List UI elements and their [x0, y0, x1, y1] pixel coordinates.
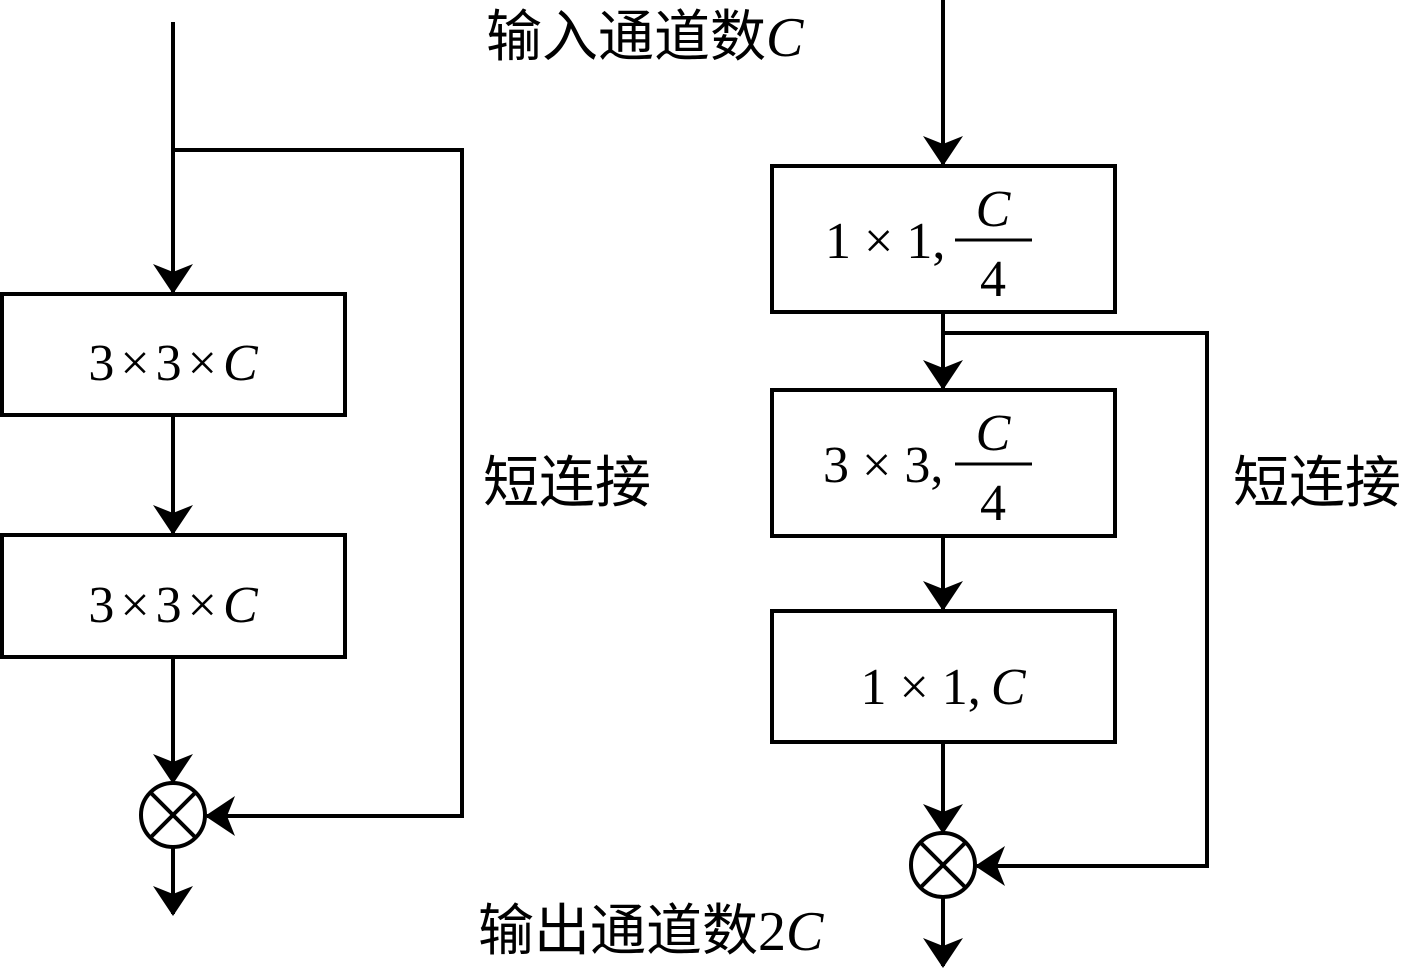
right-box-2-denominator: 4: [980, 475, 1006, 532]
right-box-2-prefix: 3 × 3,: [823, 437, 943, 494]
left-sum-node-icon: [139, 781, 207, 849]
right-box-2-numerator: C: [976, 405, 1012, 462]
left-box-2-label: 3×3×C: [88, 577, 259, 634]
right-box-3-label: 1 × 1,C: [860, 659, 1026, 716]
right-bottleneck-block: [770, 0, 1209, 968]
output-channels-label: 输出通道数2C: [478, 899, 824, 964]
right-shortcut-line: [943, 331, 1209, 886]
right-box-1-numerator: C: [976, 181, 1012, 238]
left-shortcut-line: [173, 148, 464, 836]
input-channels-label: 输入通道数C: [486, 5, 804, 70]
left-box-1-label: 3×3×C: [88, 335, 259, 392]
right-shortcut-label: 短连接: [1233, 451, 1401, 516]
left-shortcut-label: 短连接: [483, 451, 651, 516]
left-basic-block: [0, 22, 464, 916]
right-box-1-prefix: 1 × 1,: [825, 213, 945, 270]
right-box-1-denominator: 4: [980, 251, 1006, 308]
right-sum-node-icon: [909, 831, 977, 899]
